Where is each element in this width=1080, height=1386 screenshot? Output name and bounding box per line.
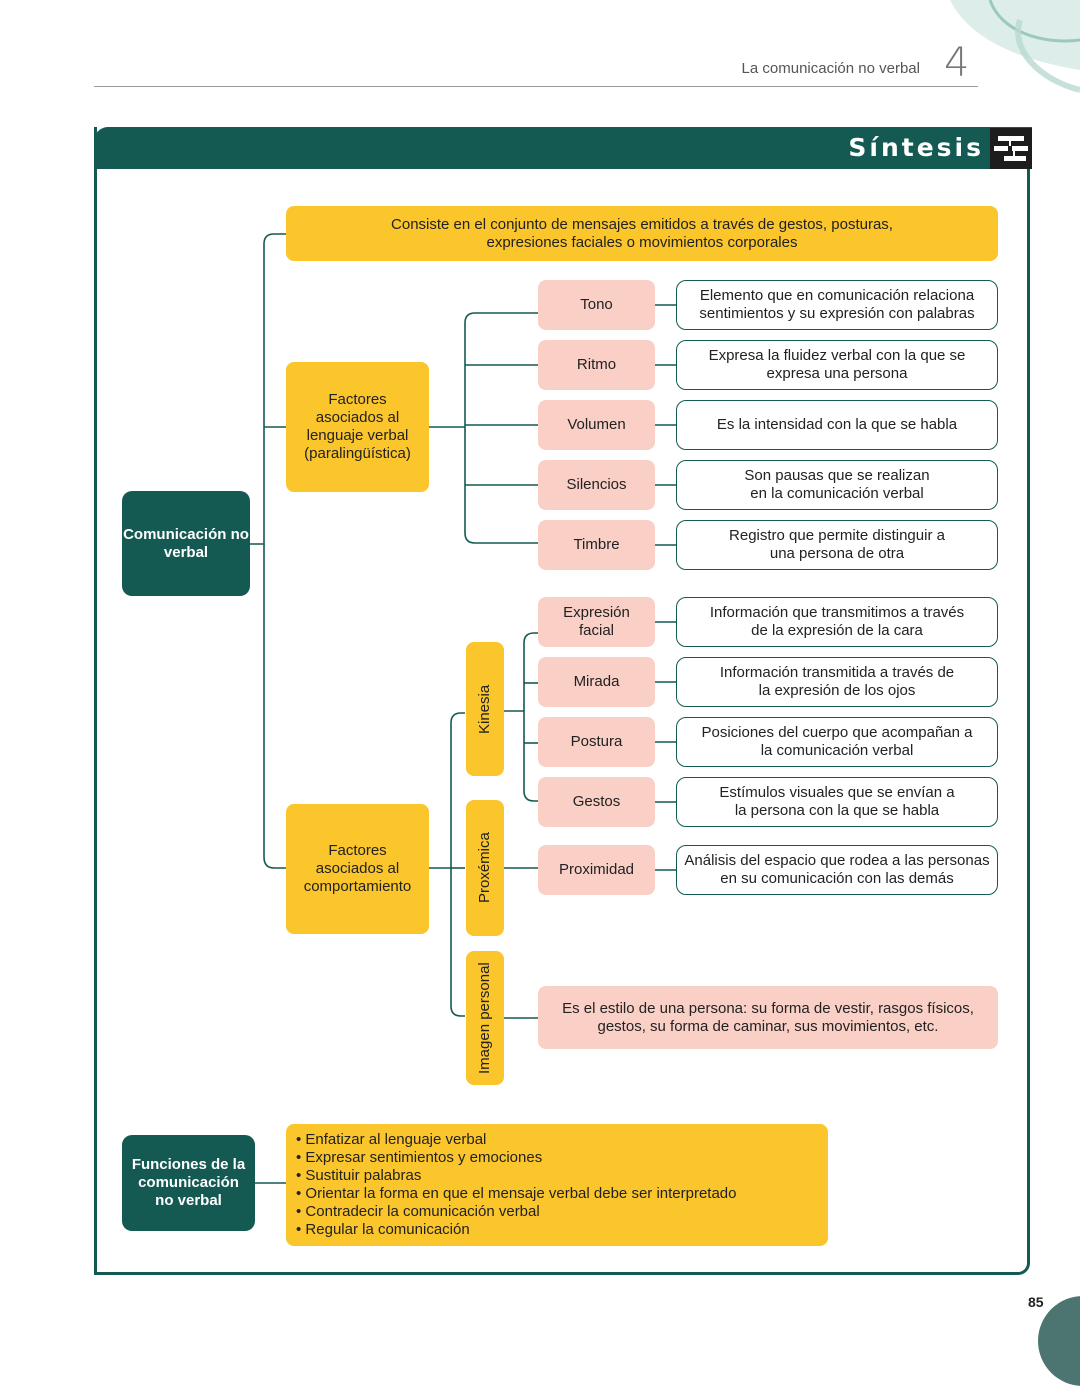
desc-mirada: Información transmitida a través de la e… bbox=[676, 657, 998, 707]
synthesis-banner bbox=[94, 127, 1032, 169]
desc-silencios: Son pausas que se realizan en la comunic… bbox=[676, 460, 998, 510]
diagram-icon bbox=[990, 128, 1032, 169]
desc-imagen-personal: Es el estilo de una persona: su forma de… bbox=[538, 986, 998, 1049]
term-expresion-facial: Expresión facial bbox=[538, 597, 655, 647]
function-item: Orientar la forma en que el mensaje verb… bbox=[296, 1185, 736, 1203]
connector-lines bbox=[250, 233, 676, 1184]
desc-postura: Posiciones del cuerpo que acompañan a la… bbox=[676, 717, 998, 767]
term-proximidad: Proximidad bbox=[538, 845, 655, 895]
synthesis-title: Síntesis bbox=[848, 133, 984, 162]
header-divider bbox=[94, 86, 978, 87]
functions-list: Enfatizar al lenguaje verbal Expresar se… bbox=[286, 1124, 828, 1246]
functions-node: Funciones de la comunicación no verbal bbox=[122, 1135, 255, 1231]
term-gestos: Gestos bbox=[538, 777, 655, 827]
desc-ritmo: Expresa la fluidez verbal con la que se … bbox=[676, 340, 998, 390]
kinesia-node: Kinesia bbox=[466, 642, 504, 776]
function-item: Sustituir palabras bbox=[296, 1167, 737, 1185]
term-volumen: Volumen bbox=[538, 400, 655, 450]
desc-timbre: Registro que permite distinguir a una pe… bbox=[676, 520, 998, 570]
proxemica-node: Proxémica bbox=[466, 800, 504, 936]
behaviour-node: Factores asociados al comportamiento bbox=[286, 804, 429, 934]
term-ritmo: Ritmo bbox=[538, 340, 655, 390]
page-number: 85 bbox=[1028, 1294, 1044, 1310]
desc-expresion-facial: Información que transmitimos a través de… bbox=[676, 597, 998, 647]
decorative-swirl-icon bbox=[950, 0, 1080, 93]
function-item: Enfatizar al lenguaje verbal bbox=[296, 1131, 737, 1149]
desc-proximidad: Análisis del espacio que rodea a las per… bbox=[676, 845, 998, 895]
paralinguistic-node: Factores asociados al lenguaje verbal (p… bbox=[286, 362, 429, 492]
function-item: Regular la comunicación bbox=[296, 1221, 737, 1239]
definition-box: Consiste en el conjunto de mensajes emit… bbox=[286, 206, 998, 261]
function-item: Expresar sentimientos y emociones bbox=[296, 1149, 737, 1167]
term-postura: Postura bbox=[538, 717, 655, 767]
desc-tono: Elemento que en comunicación relaciona s… bbox=[676, 280, 998, 330]
desc-volumen: Es la intensidad con la que se habla bbox=[676, 400, 998, 450]
chapter-title: La comunicación no verbal bbox=[741, 60, 920, 77]
root-node: Comunicación no verbal bbox=[122, 491, 250, 596]
function-item: Contradecir la comunicación verbal bbox=[296, 1203, 737, 1221]
term-timbre: Timbre bbox=[538, 520, 655, 570]
desc-gestos: Estímulos visuales que se envían a la pe… bbox=[676, 777, 998, 827]
term-tono: Tono bbox=[538, 280, 655, 330]
term-silencios: Silencios bbox=[538, 460, 655, 510]
chapter-number: 4 bbox=[944, 40, 970, 86]
imagen-personal-node: Imagen personal bbox=[466, 951, 504, 1085]
synthesis-frame bbox=[94, 127, 1030, 1275]
term-mirada: Mirada bbox=[538, 657, 655, 707]
